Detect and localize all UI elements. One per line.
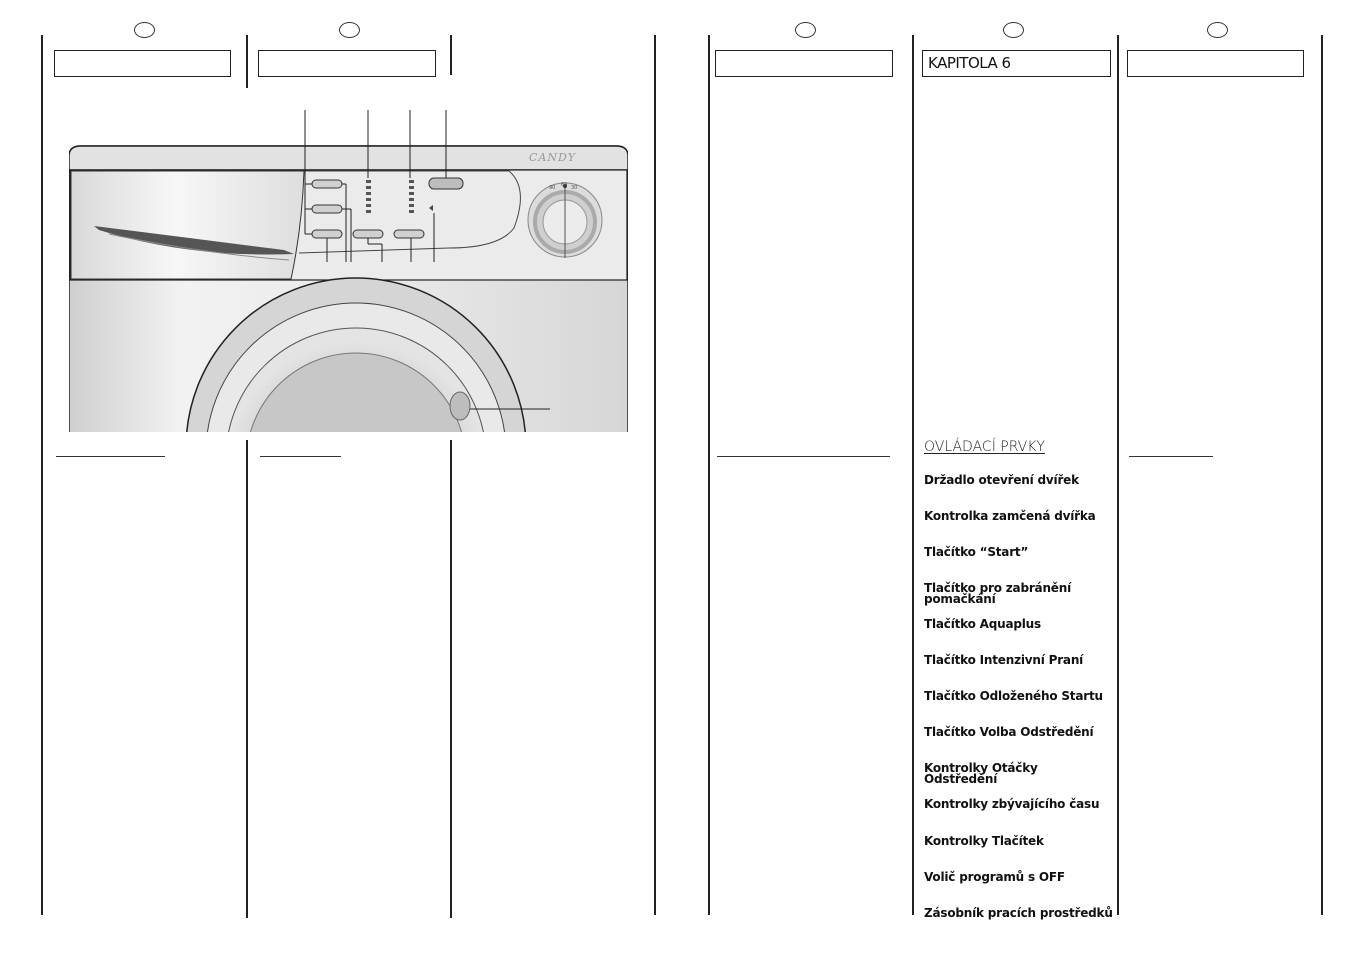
control-item: Volič programů s OFF (924, 870, 1065, 884)
section-rule (56, 456, 165, 457)
control-item: Tlačítko Volba Odstředění (924, 725, 1094, 739)
column-divider (450, 35, 452, 75)
control-item: Držadlo otevření dvířek (924, 473, 1079, 487)
column-divider (246, 440, 248, 918)
control-item: Tlačítko “Start” (924, 545, 1029, 559)
column-divider (246, 35, 248, 88)
language-flag-marker (134, 22, 155, 38)
control-item: Kontrolky zbývajícího času (924, 797, 1100, 811)
control-item: Tlačítko pro zabránění pomačkání (924, 581, 1071, 606)
dial-label: 60 (561, 182, 567, 188)
brand-logo: CANDY (529, 151, 577, 164)
dial-label: 90 (549, 185, 555, 191)
control-item: Zásobník pracích prostředků (924, 906, 1113, 920)
section-rule (1129, 456, 1213, 457)
chapter-header-box: KAPITOLA 6 (922, 50, 1111, 77)
control-item: Kontrolka zamčená dvířka (924, 509, 1096, 523)
control-item: Tlačítko Intenzivní Praní (924, 653, 1084, 667)
column-divider (450, 440, 452, 918)
column-divider (1117, 35, 1119, 915)
language-flag-marker (1207, 22, 1228, 38)
chapter-header-box (258, 50, 436, 77)
dial-label: 30 (571, 185, 577, 191)
language-flag-marker (1003, 22, 1024, 38)
controls-section-title: OVLÁDACÍ PRVKY (924, 439, 1045, 455)
language-flag-marker (339, 22, 360, 38)
control-item: Tlačítko Aquaplus (924, 617, 1041, 631)
chapter-title: KAPITOLA 6 (928, 54, 1011, 72)
section-rule (260, 456, 341, 457)
column-divider (1321, 35, 1323, 915)
control-item: Tlačítko Odloženého Startu (924, 689, 1103, 703)
control-item: Kontrolky Otáčky Odstředění (924, 761, 1038, 786)
language-flag-marker (795, 22, 816, 38)
column-divider (654, 35, 656, 915)
chapter-header-box (1127, 50, 1304, 77)
column-divider (912, 35, 914, 915)
chapter-header-box (715, 50, 893, 77)
chapter-header-box (54, 50, 231, 77)
section-rule (717, 456, 890, 457)
column-divider (41, 35, 43, 915)
column-divider (708, 35, 710, 915)
control-item: Kontrolky Tlačítek (924, 834, 1044, 848)
washing-machine-illustration: CANDY (69, 108, 628, 432)
